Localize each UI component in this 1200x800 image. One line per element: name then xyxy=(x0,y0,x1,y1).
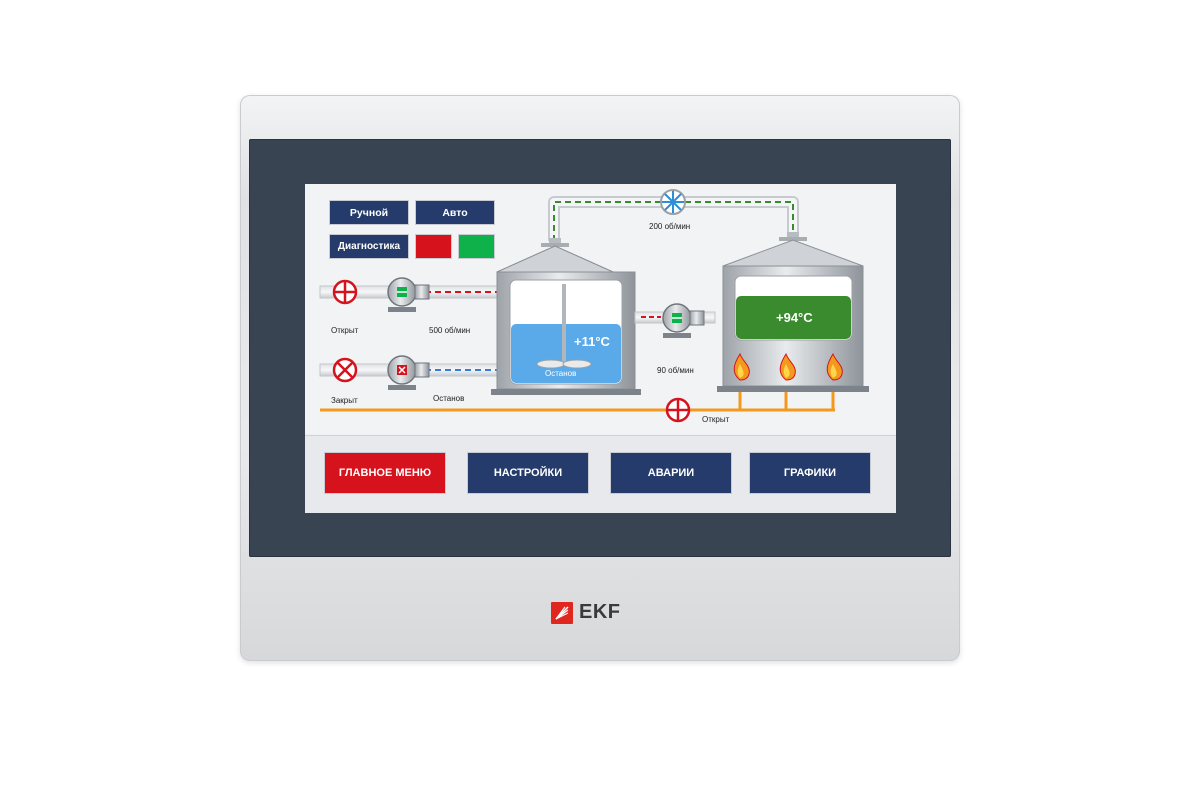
process-diagram xyxy=(319,189,869,423)
bottom-navigation: ГЛАВНОЕ МЕНЮ НАСТРОЙКИ АВАРИИ ГРАФИКИ xyxy=(305,435,896,513)
outlet-valve-icon[interactable] xyxy=(665,397,691,423)
heating-pipe xyxy=(320,392,835,412)
touch-screen: Ручной Авто Диагностика Открыт 500 об/ми… xyxy=(305,184,896,513)
alarm-indicator-red xyxy=(415,234,452,259)
settings-button[interactable]: НАСТРОЙКИ xyxy=(467,452,589,494)
inlet-valve-bottom-icon[interactable] xyxy=(332,357,358,383)
inlet-pump-top-icon[interactable] xyxy=(387,277,430,312)
fan-speed: 200 об/мин xyxy=(649,222,691,231)
brand-logo: EKF xyxy=(551,601,621,624)
mixing-tank[interactable] xyxy=(491,238,641,395)
inlet-valve-bottom-status: Закрыт xyxy=(331,396,358,405)
burner-flame-icon xyxy=(779,352,796,381)
heating-tank-temperature: +94°C xyxy=(776,310,813,325)
charts-button[interactable]: ГРАФИКИ xyxy=(749,452,871,494)
inlet-valve-top-status: Открыт xyxy=(331,326,359,335)
fan-icon[interactable] xyxy=(660,189,686,215)
status-indicator-green xyxy=(458,234,495,259)
auto-mode-button[interactable]: Авто xyxy=(415,200,495,225)
transfer-pump-speed: 90 об/мин xyxy=(657,366,694,375)
outlet-valve-status: Открыт xyxy=(702,415,730,424)
mixing-tank-temperature: +11°C xyxy=(574,334,610,349)
mixing-tank-status: Останов xyxy=(545,369,577,378)
screen-bezel: Ручной Авто Диагностика Открыт 500 об/ми… xyxy=(249,139,951,557)
brand-name: EKF xyxy=(579,601,621,623)
process-mimic: Ручной Авто Диагностика Открыт 500 об/ми… xyxy=(305,184,896,434)
manual-mode-button[interactable]: Ручной xyxy=(329,200,409,225)
hmi-panel: Ручной Авто Диагностика Открыт 500 об/ми… xyxy=(240,95,960,661)
inlet-pump-bottom-icon[interactable] xyxy=(387,355,430,390)
burner-flame-icon xyxy=(733,352,750,381)
transfer-pump-icon[interactable] xyxy=(662,303,705,338)
burner-flame-icon xyxy=(826,352,843,381)
inlet-valve-top-icon[interactable] xyxy=(332,279,358,305)
ekf-logo-icon xyxy=(551,601,573,624)
inlet-pump-bottom-status: Останов xyxy=(433,394,465,403)
main-menu-button[interactable]: ГЛАВНОЕ МЕНЮ xyxy=(324,452,446,494)
inlet-pump-top-speed: 500 об/мин xyxy=(429,326,471,335)
diagnostics-button[interactable]: Диагностика xyxy=(329,234,409,259)
alarms-button[interactable]: АВАРИИ xyxy=(610,452,732,494)
